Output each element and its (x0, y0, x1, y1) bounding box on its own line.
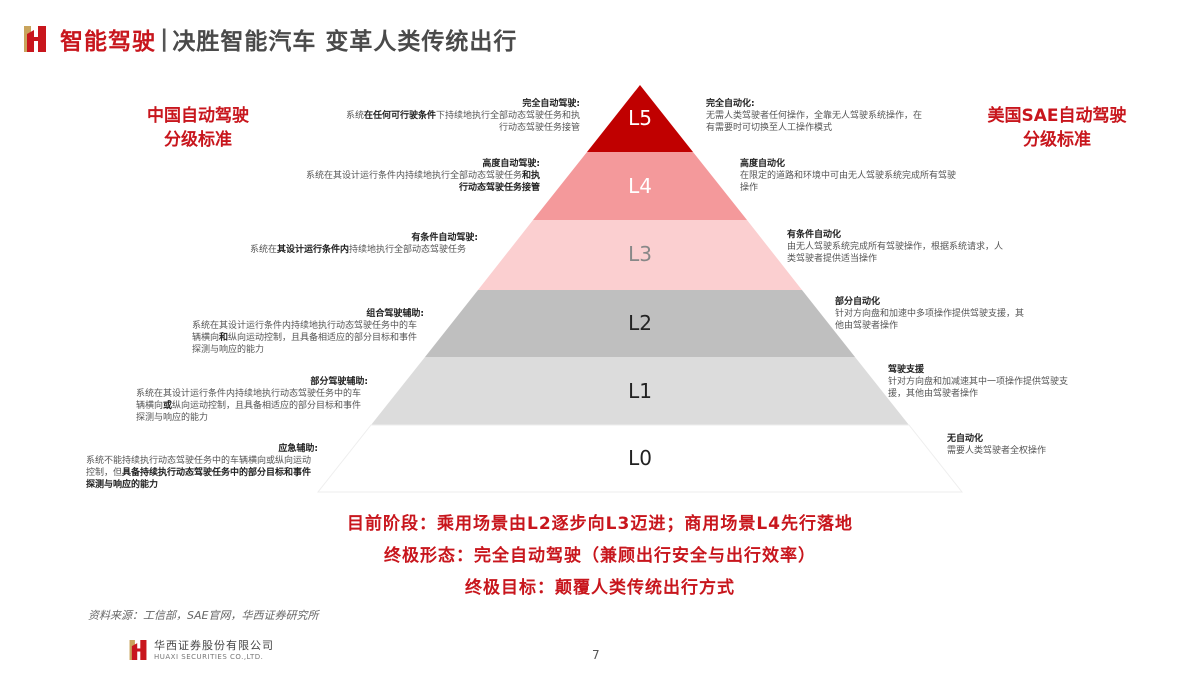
china-desc-l5: 完全自动驾驶: 系统在任何可行驶条件下持续地执行全部动态驾驶任务和执行动态驾驶任… (340, 98, 580, 134)
company-name-en: HUAXI SECURITIES CO.,LTD. (154, 652, 264, 661)
desc-text: 需要人类驾驶者全权操作 (947, 446, 1047, 456)
china-standard-title: 中国自动驾驶 分级标准 (118, 104, 278, 152)
desc-text: 由无人驾驶系统完成所有驾驶操作，根据系统请求，人类驾驶者提供适当操作 (787, 242, 1004, 264)
sae-desc-l5: 完全自动化: 无需人类驾驶者任何操作，全靠无人驾驶系统操作，在有需要时可切换至人… (706, 98, 928, 134)
sae-level-title: 有条件自动化 (787, 230, 842, 240)
desc-text: 系统在其设计运行条件内持续地执行全部动态驾驶任务 (305, 171, 522, 181)
level-label-l2: L2 (628, 311, 652, 335)
desc-text: 系统不能持续执行动态驾驶任务中的车辆横向或纵向运动控制，但 (86, 456, 312, 478)
slide-title-topic: 智能驾驶 (60, 29, 156, 55)
sae-desc-l0: 无自动化 需要人类驾驶者全权操作 (947, 433, 1107, 457)
china-level-title: 部分驾驶辅助: (310, 377, 368, 387)
pyramid-layer-l1 (371, 357, 909, 425)
desc-text: 系统在其设计运行条件内持续地执行动态驾驶任务中的车辆横向 (136, 389, 362, 411)
desc-bold-text: 和执行动态驾驶任务接管 (458, 171, 540, 193)
desc-text: 针对方向盘和加减速其中一项操作提供驾驶支援，其他由驾驶者操作 (888, 377, 1069, 399)
pyramid-layer-l0 (316, 424, 964, 493)
sae-desc-l3: 有条件自动化 由无人驾驶系统完成所有驾驶操作，根据系统请求，人类驾驶者提供适当操… (787, 229, 1009, 265)
china-level-title: 有条件自动驾驶: (411, 233, 478, 243)
company-name-cn: 华西证券股份有限公司 (154, 638, 274, 652)
desc-text: 在限定的道路和环境中可由无人驾驶系统完成所有驾驶操作 (740, 171, 957, 193)
source-note: 资料来源：工信部，SAE官网，华西证券研究所 (88, 609, 319, 622)
sae-level-title: 完全自动化: (706, 99, 755, 109)
desc-bold-text: 或 (163, 401, 173, 411)
china-level-title: 完全自动驾驶: (522, 99, 580, 109)
level-label-l5: L5 (628, 106, 652, 130)
desc-text: 系统在 (250, 245, 278, 255)
china-standard-title-line1: 中国自动驾驶 (147, 106, 249, 126)
sae-level-title: 无自动化 (947, 434, 984, 444)
china-desc-l3: 有条件自动驾驶: 系统在其设计运行条件内持续地执行全部动态驾驶任务 (250, 232, 478, 256)
sae-level-title: 高度自动化 (740, 159, 786, 169)
sae-standard-title: 美国SAE自动驾驶 分级标准 (962, 104, 1152, 152)
desc-bold-text: 具备持续执行动态驾驶任务中的部分目标和事件探测与响应的能力 (86, 468, 312, 490)
desc-text: 系统在其设计运行条件内持续地执行动态驾驶任务中的车辆横向 (192, 321, 418, 343)
china-desc-l0: 应急辅助: 系统不能持续执行动态驾驶任务中的车辆横向或纵向运动控制，但具备持续执… (86, 443, 318, 491)
desc-text: 持续地执行全部动态驾驶任务 (349, 245, 467, 255)
china-level-title: 组合驾驶辅助: (366, 309, 424, 319)
slide-title-subtitle: 决胜智能汽车 变革人类传统出行 (172, 29, 518, 55)
sae-level-title: 部分自动化 (835, 297, 881, 307)
level-label-l0: L0 (628, 446, 652, 470)
page-number: 7 (592, 648, 600, 662)
pyramid-layer-l3 (478, 220, 802, 290)
china-level-title: 应急辅助: (278, 444, 318, 454)
title-separator: | (160, 26, 169, 52)
huaxi-h-logo-icon (129, 640, 147, 660)
desc-text: 下持续地执行全部动态驾驶任务和执行动态驾驶任务接管 (435, 111, 580, 133)
conclusion-ultimate-goal: 终极目标：颠覆人类传统出行方式 (465, 578, 735, 598)
china-desc-l1: 部分驾驶辅助: 系统在其设计运行条件内持续地执行动态驾驶任务中的车辆横向或纵向运… (136, 376, 368, 424)
level-label-l3: L3 (628, 242, 652, 266)
huaxi-h-logo-icon (24, 26, 46, 52)
sae-desc-l4: 高度自动化 在限定的道路和环境中可由无人驾驶系统完成所有驾驶操作 (740, 158, 962, 194)
level-label-l4: L4 (628, 174, 652, 198)
pyramid-layer-l4 (533, 152, 747, 220)
desc-text: 纵向运动控制，且具备相适应的部分目标和事件探测与响应的能力 (192, 333, 418, 355)
china-level-title: 高度自动驾驶: (482, 159, 540, 169)
china-desc-l4: 高度自动驾驶: 系统在其设计运行条件内持续地执行全部动态驾驶任务和执行动态驾驶任… (305, 158, 540, 194)
slide-header: 智能驾驶 | 决胜智能汽车 变革人类传统出行 (22, 22, 517, 56)
pyramid-layer-l2 (425, 290, 855, 357)
desc-bold-text: 在任何可行驶条件 (363, 111, 436, 121)
sae-desc-l2: 部分自动化 针对方向盘和加速中多项操作提供驾驶支援，其他由驾驶者操作 (835, 296, 1025, 332)
company-logo: 华西证券股份有限公司 HUAXI SECURITIES CO.,LTD. (128, 638, 274, 662)
desc-text: 针对方向盘和加速中多项操作提供驾驶支援，其他由驾驶者操作 (835, 309, 1025, 331)
sae-standard-title-line2: 分级标准 (1023, 130, 1091, 150)
desc-text: 系统 (345, 111, 364, 121)
china-standard-title-line2: 分级标准 (164, 130, 232, 150)
desc-text: 无需人类驾驶者任何操作，全靠无人驾驶系统操作，在有需要时可切换至人工操作模式 (706, 111, 923, 133)
pyramid-layer-l5 (587, 85, 693, 152)
level-label-l1: L1 (628, 379, 652, 403)
conclusion-ultimate-form: 终极形态：完全自动驾驶（兼顾出行安全与出行效率） (384, 546, 816, 566)
desc-text: 纵向运动控制，且具备相适应的部分目标和事件探测与响应的能力 (136, 401, 362, 423)
sae-desc-l1: 驾驶支援 针对方向盘和加减速其中一项操作提供驾驶支援，其他由驾驶者操作 (888, 364, 1078, 400)
sae-level-title: 驾驶支援 (888, 365, 925, 375)
desc-bold-text: 其设计运行条件内 (277, 245, 350, 255)
china-desc-l2: 组合驾驶辅助: 系统在其设计运行条件内持续地执行动态驾驶任务中的车辆横向和纵向运… (192, 308, 424, 356)
desc-bold-text: 和 (219, 333, 229, 343)
conclusion-current-stage: 目前阶段：乘用场景由L2逐步向L3迈进；商用场景L4先行落地 (347, 514, 853, 534)
conclusion-block: 目前阶段：乘用场景由L2逐步向L3迈进；商用场景L4先行落地 终极形态：完全自动… (300, 508, 900, 604)
sae-standard-title-line1: 美国SAE自动驾驶 (987, 106, 1127, 126)
